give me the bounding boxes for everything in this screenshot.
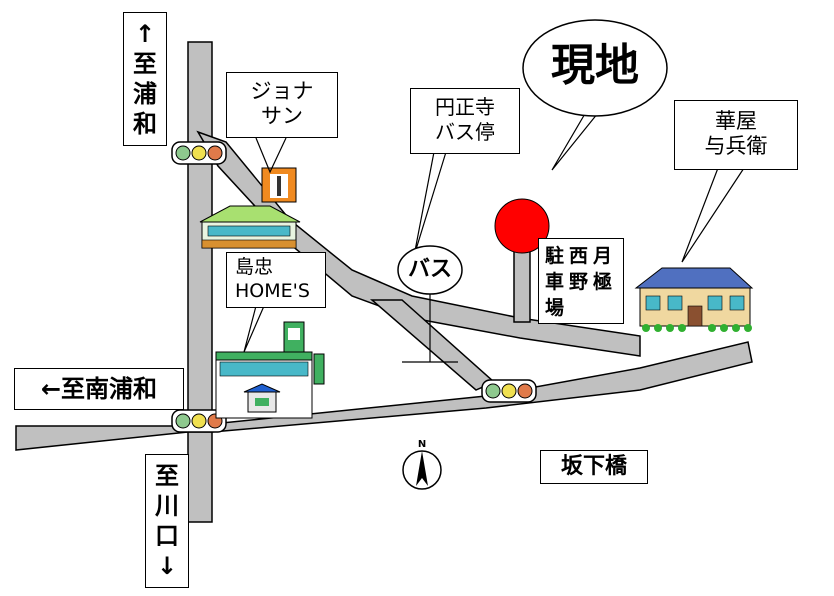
shimachu-store-icon (215, 321, 325, 419)
label-genchi: 現地 (551, 40, 639, 91)
label-north: N (417, 439, 427, 450)
label-to-minami-urawa: ←至南浦和 (14, 368, 184, 410)
label-bus: バス (407, 257, 452, 282)
parking-col-2: 西 野 (569, 245, 589, 293)
label-parking: 駐 車 場 西 野 月 極 (538, 238, 624, 324)
parking-col-1: 駐 車 場 (545, 245, 565, 319)
traffic-signal-south (171, 409, 227, 433)
label-jonathan: ジョナ サン (226, 72, 338, 138)
road-north-south (187, 41, 213, 523)
label-to-kawaguchi: 至 川 口 ↓ (145, 454, 189, 588)
label-shimachu: 島忠 HOME'S (226, 252, 326, 308)
traffic-signal-east (481, 379, 537, 403)
site-marker (494, 198, 550, 254)
label-sakashita-bridge: 坂下橋 (540, 450, 648, 484)
label-bus-stop: 円正寺 バス停 (410, 88, 520, 154)
genchi-bubble (522, 19, 668, 117)
traffic-signal-north (171, 141, 227, 165)
hanaya-building-icon (634, 267, 754, 332)
label-hanaya: 華屋 与兵衛 (674, 100, 798, 170)
parking-col-3: 月 極 (593, 245, 613, 293)
jonathan-restaurant-icon (199, 167, 301, 249)
label-to-urawa: ↑ 至 浦 和 (123, 12, 167, 146)
road-parking-stub (513, 249, 531, 323)
bus-bubble (397, 245, 463, 295)
north-compass-icon (402, 450, 442, 490)
